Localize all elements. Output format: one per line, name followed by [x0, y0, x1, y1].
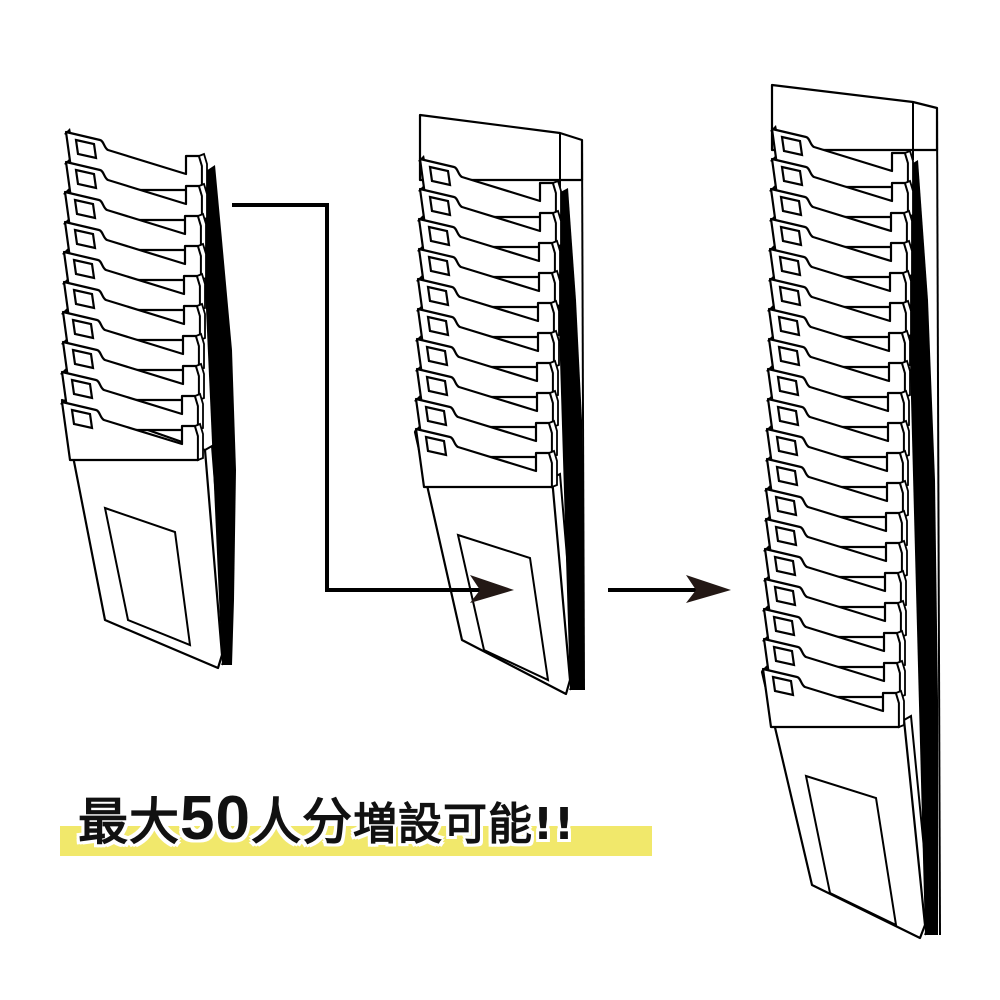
- arrow-left-to-middle: [232, 203, 514, 603]
- caption-text: 最大50人分増設可能!!: [78, 782, 575, 854]
- rack-left: [58, 126, 236, 670]
- caption-part3: 増設可能!!: [352, 799, 576, 850]
- rack-middle: [412, 113, 585, 696]
- caption-part1: 最大: [78, 793, 180, 851]
- rack-right: [759, 83, 941, 940]
- caption-number: 50: [180, 784, 251, 853]
- caption-part2: 人分: [250, 793, 353, 851]
- arrowhead-icon: [470, 575, 514, 603]
- arrow-middle-to-right: [608, 575, 731, 603]
- caption: 最大50人分増設可能!!: [60, 780, 660, 870]
- arrowhead-icon: [686, 575, 731, 603]
- caption-highlight-bar: [60, 826, 652, 856]
